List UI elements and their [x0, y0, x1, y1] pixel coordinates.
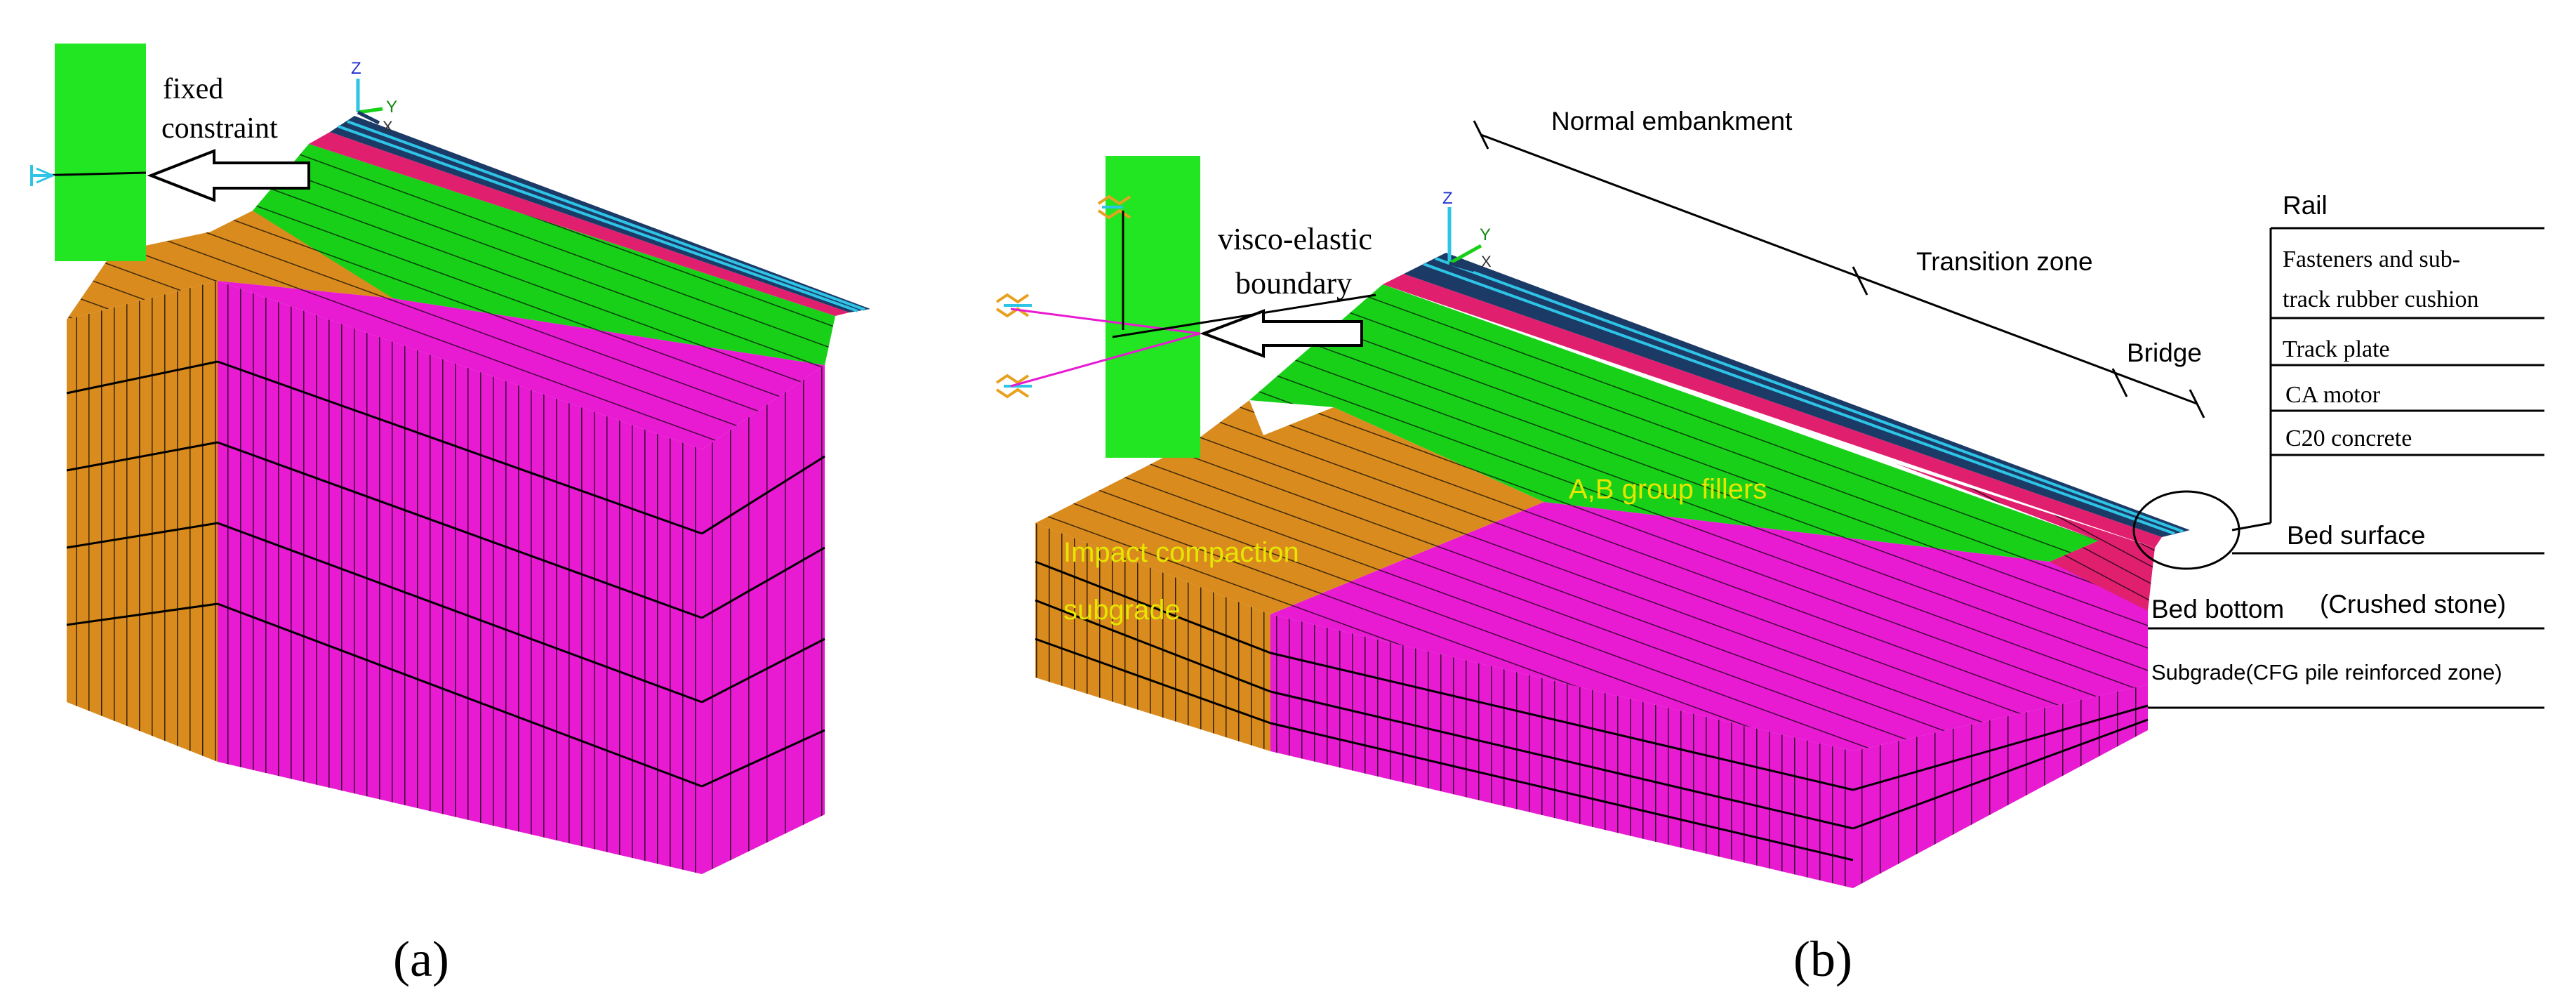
zone-bridge: Bridge [2127, 338, 2202, 367]
b-boundary-label-line2: boundary [1235, 266, 1352, 300]
layer-bed-bottom: Bed bottom [2151, 595, 2284, 623]
layer-crushed-stone: (Crushed stone) [2320, 590, 2506, 619]
layer-rail: Rail [2283, 191, 2328, 220]
b-boundary-label-line1: visco-elastic [1218, 222, 1372, 256]
a-boundary-label-line2: constraint [161, 112, 278, 145]
a-boundary-label-line1: fixed [163, 73, 223, 105]
b-axis-z-label: Z [1442, 189, 1453, 208]
a-fixed-boundary-rect [55, 44, 146, 261]
a-axis-triad: Z Y X [351, 59, 397, 136]
b-arrow-icon [1200, 309, 1363, 358]
fill-label-impact-line2: subgrade [1063, 595, 1181, 626]
zone-normal-embankment: Normal embankment [1551, 107, 1793, 136]
panel-b-model [1035, 253, 2190, 888]
a-pink-band [309, 132, 849, 316]
b-zone-dimensions [1473, 120, 2205, 418]
layer-ca-motor: CA motor [2285, 382, 2381, 408]
layer-fasteners-line2: track rubber cushion [2283, 286, 2478, 312]
b-damper-icons [995, 194, 1131, 399]
caption-a: (a) [393, 931, 449, 987]
fill-label-impact-line1: Impact compaction [1063, 537, 1299, 568]
a-axis-x-label: X [383, 118, 393, 136]
a-fixed-constraint-icon [30, 165, 55, 186]
b-navy-top [1404, 253, 2190, 537]
a-axis-z-label: Z [351, 59, 361, 78]
layer-c20-concrete: C20 concrete [2285, 425, 2412, 451]
layer-subgrade-cfg: Subgrade(CFG pile reinforced zone) [2151, 660, 2502, 685]
b-axis-triad: Z Y X [1442, 189, 1492, 272]
b-axis-x-label: X [1481, 253, 1492, 270]
b-visco-elastic-boundary-rect [1106, 156, 1200, 458]
b-boundary-line [1010, 308, 1201, 335]
bed-surface-callout-circle [2132, 490, 2240, 570]
b-pink-band [1383, 274, 2162, 548]
layer-bed-surface: Bed surface [2287, 521, 2425, 550]
b-axis-y-label: Y [1480, 225, 1491, 244]
layer-legend-lines [2148, 227, 2544, 709]
a-arrow-icon [147, 149, 310, 202]
zone-transition: Transition zone [1916, 247, 2093, 276]
layer-track-plate: Track plate [2283, 336, 2390, 362]
layer-fasteners-line1: Fasteners and sub- [2283, 246, 2460, 272]
a-axis-y-label: Y [386, 98, 397, 117]
panel-a-model [66, 116, 870, 874]
fill-label-ab-group: A,B group fillers [1569, 474, 1767, 505]
caption-b: (b) [1793, 931, 1852, 987]
